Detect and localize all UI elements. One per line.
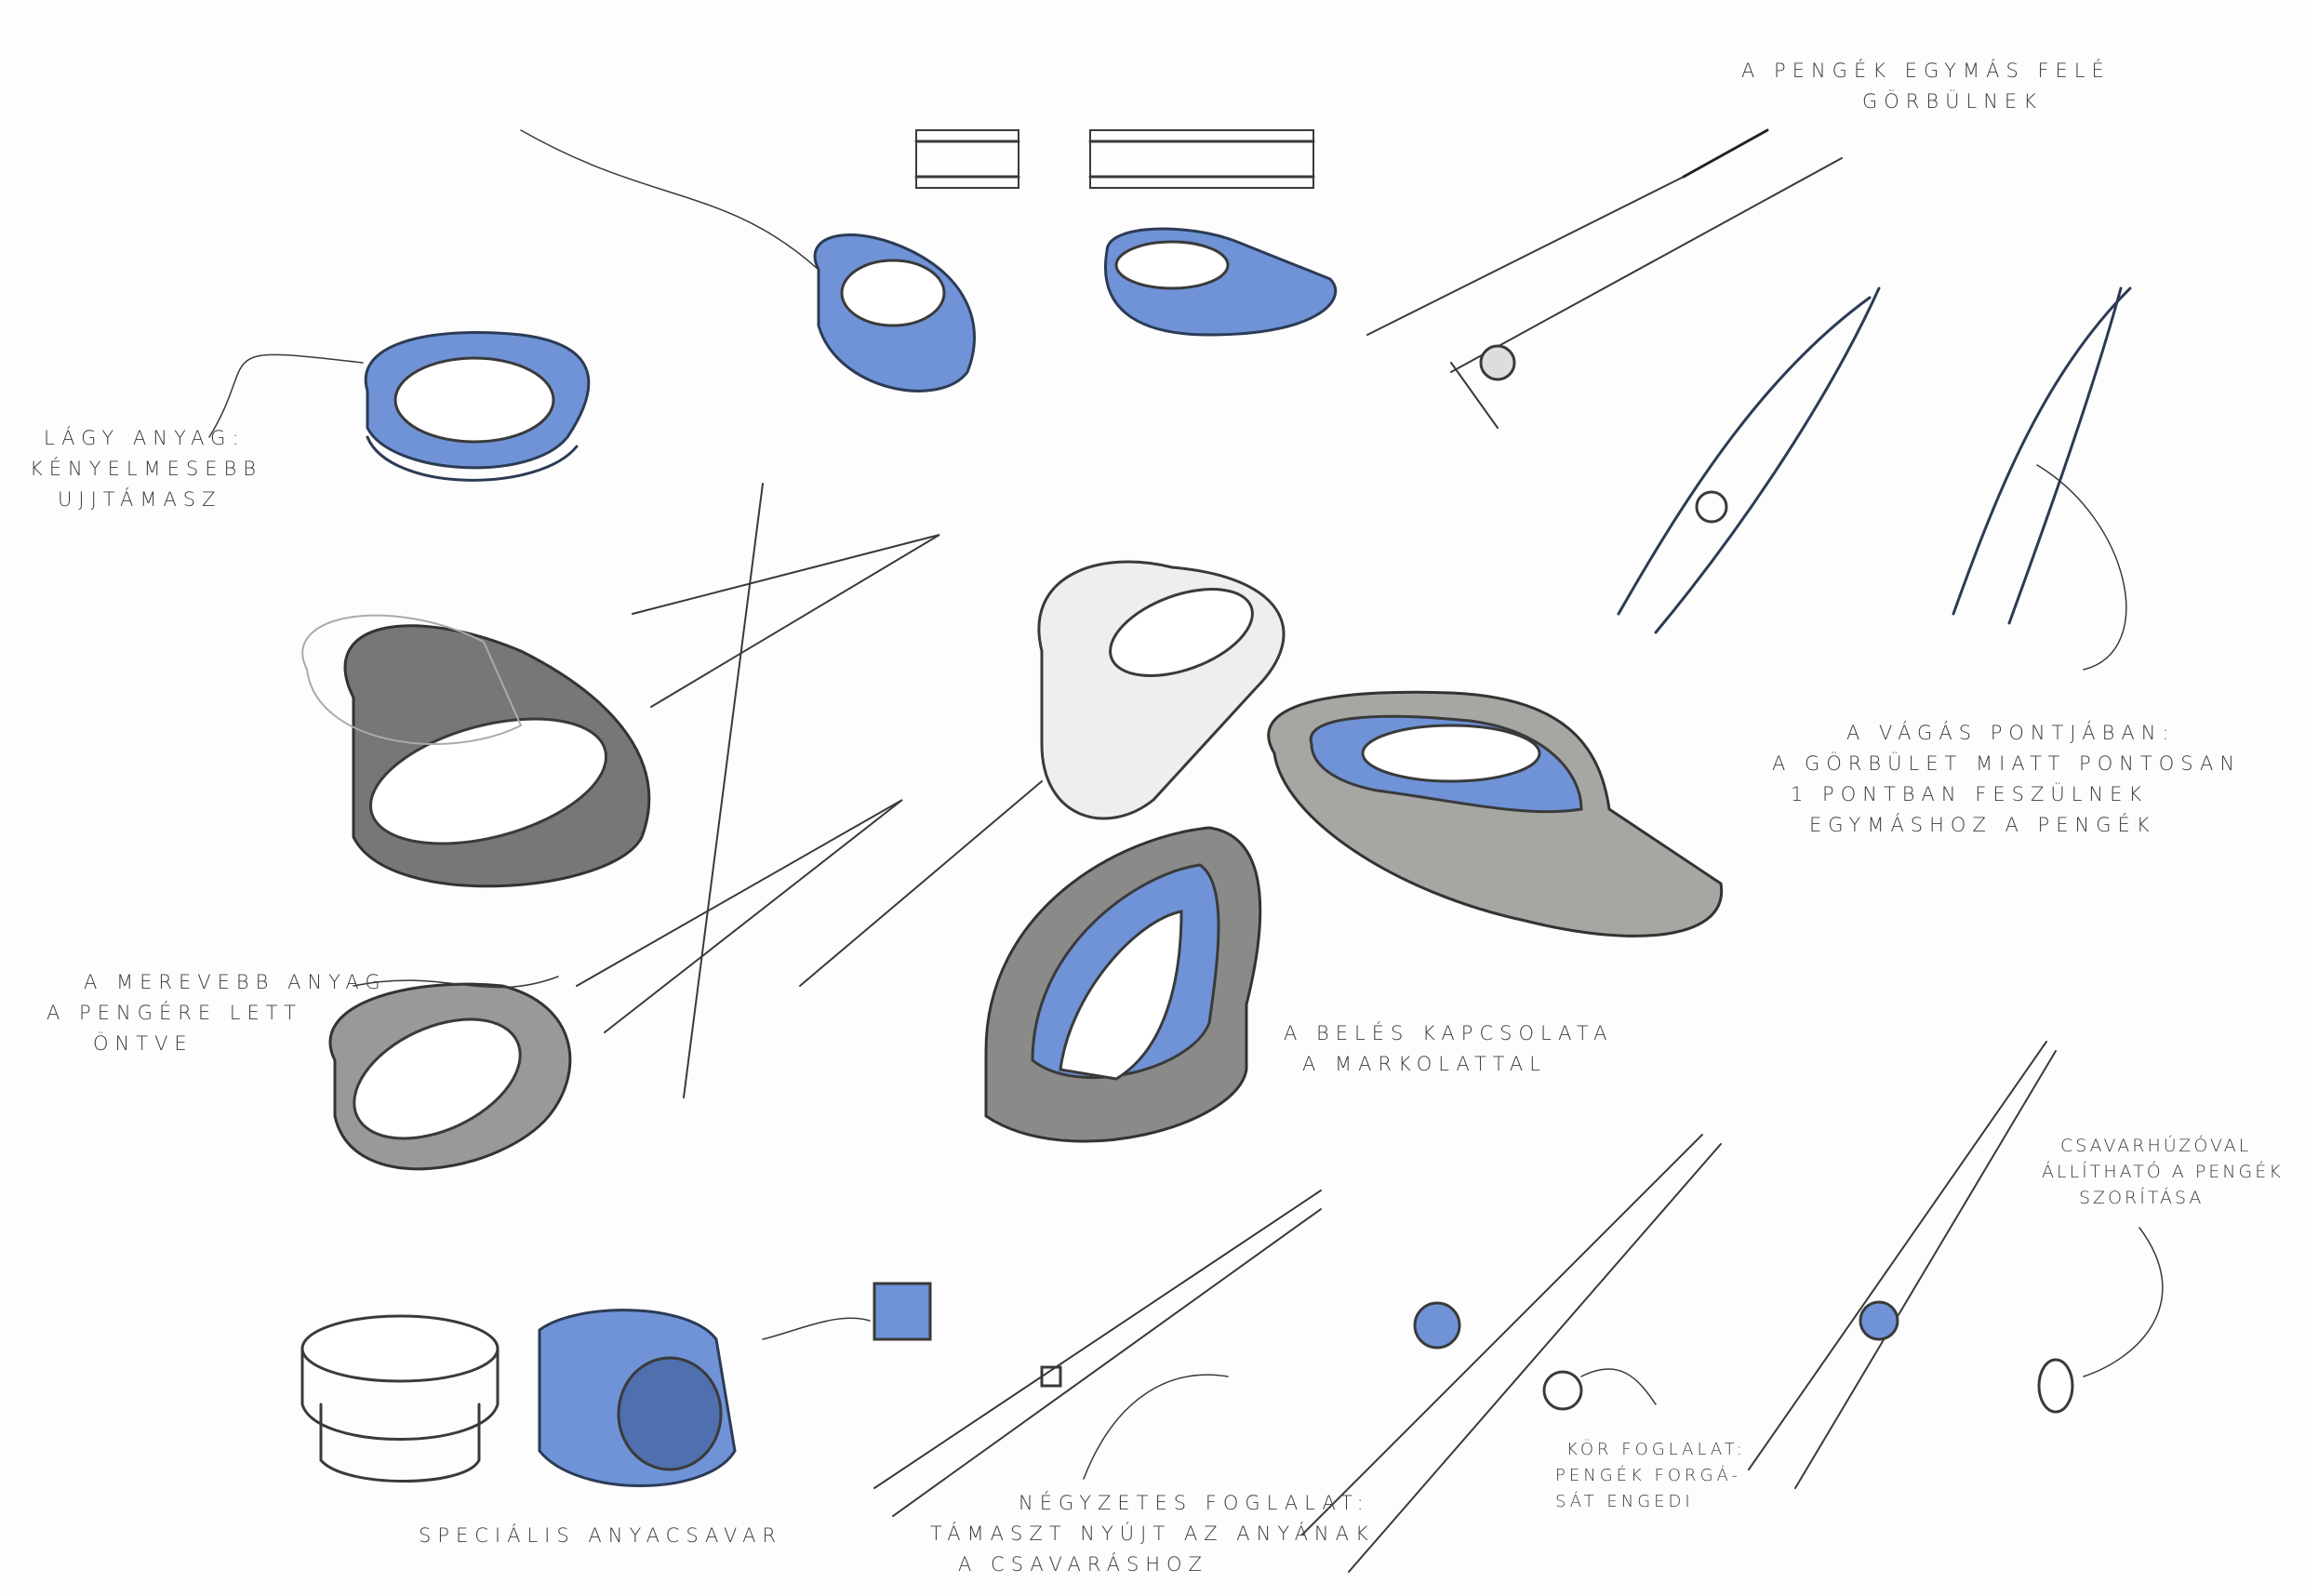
profile-view-large xyxy=(1088,129,1315,189)
assembly-axis xyxy=(683,483,764,1098)
note-soft-material: Lágy anyag: kényelmesebb ujjtámasz xyxy=(30,427,263,511)
note-rigid-material: A merevebb anyag a pengére lett öntve xyxy=(47,971,387,1055)
handle-with-blue-insert xyxy=(1267,690,1724,938)
note-blades-curve: A pengék egymás felé görbülnek xyxy=(1741,60,2111,113)
note-cutting-point: A vágás pontjában: A görbület miatt pont… xyxy=(1772,722,2242,836)
special-nut-plain xyxy=(300,1314,500,1483)
note-square-socket: Négyzetes foglalat: támaszt nyújt az any… xyxy=(930,1492,1375,1576)
profile-view-small xyxy=(914,129,1020,189)
finger-rest-ring-right xyxy=(1104,227,1338,337)
u-shaped-insert xyxy=(984,826,1262,1143)
note-insert-connection: A belés kapcsolata a markolattal xyxy=(1284,1022,1614,1075)
blade-assembly-round xyxy=(1301,1134,1722,1573)
blade-curve-detail-1 xyxy=(1617,286,1881,634)
scissors-center-open-handle xyxy=(799,560,1286,987)
scissors-open-blades xyxy=(1366,128,1843,429)
note-round-socket: Kör foglalat: pengék forgá- sát engedi xyxy=(1555,1440,1746,1511)
scissors-lower xyxy=(328,799,903,1171)
note-special-nut: Speciális anyacsavar xyxy=(419,1524,783,1547)
finger-rest-ring-middle xyxy=(813,233,976,392)
finger-rest-ring-left xyxy=(364,331,591,482)
leader-lines xyxy=(208,129,2164,1480)
blade-assembly-screw xyxy=(1748,1041,2074,1489)
special-nut-blue xyxy=(538,1309,737,1487)
scissors-upper xyxy=(301,534,940,888)
blade-curve-detail-2 xyxy=(1952,286,2132,671)
note-screwdriver: Csavarhúzóval állítható a pengék szorítá… xyxy=(2042,1136,2284,1208)
blade-assembly-square xyxy=(873,1190,1322,1517)
